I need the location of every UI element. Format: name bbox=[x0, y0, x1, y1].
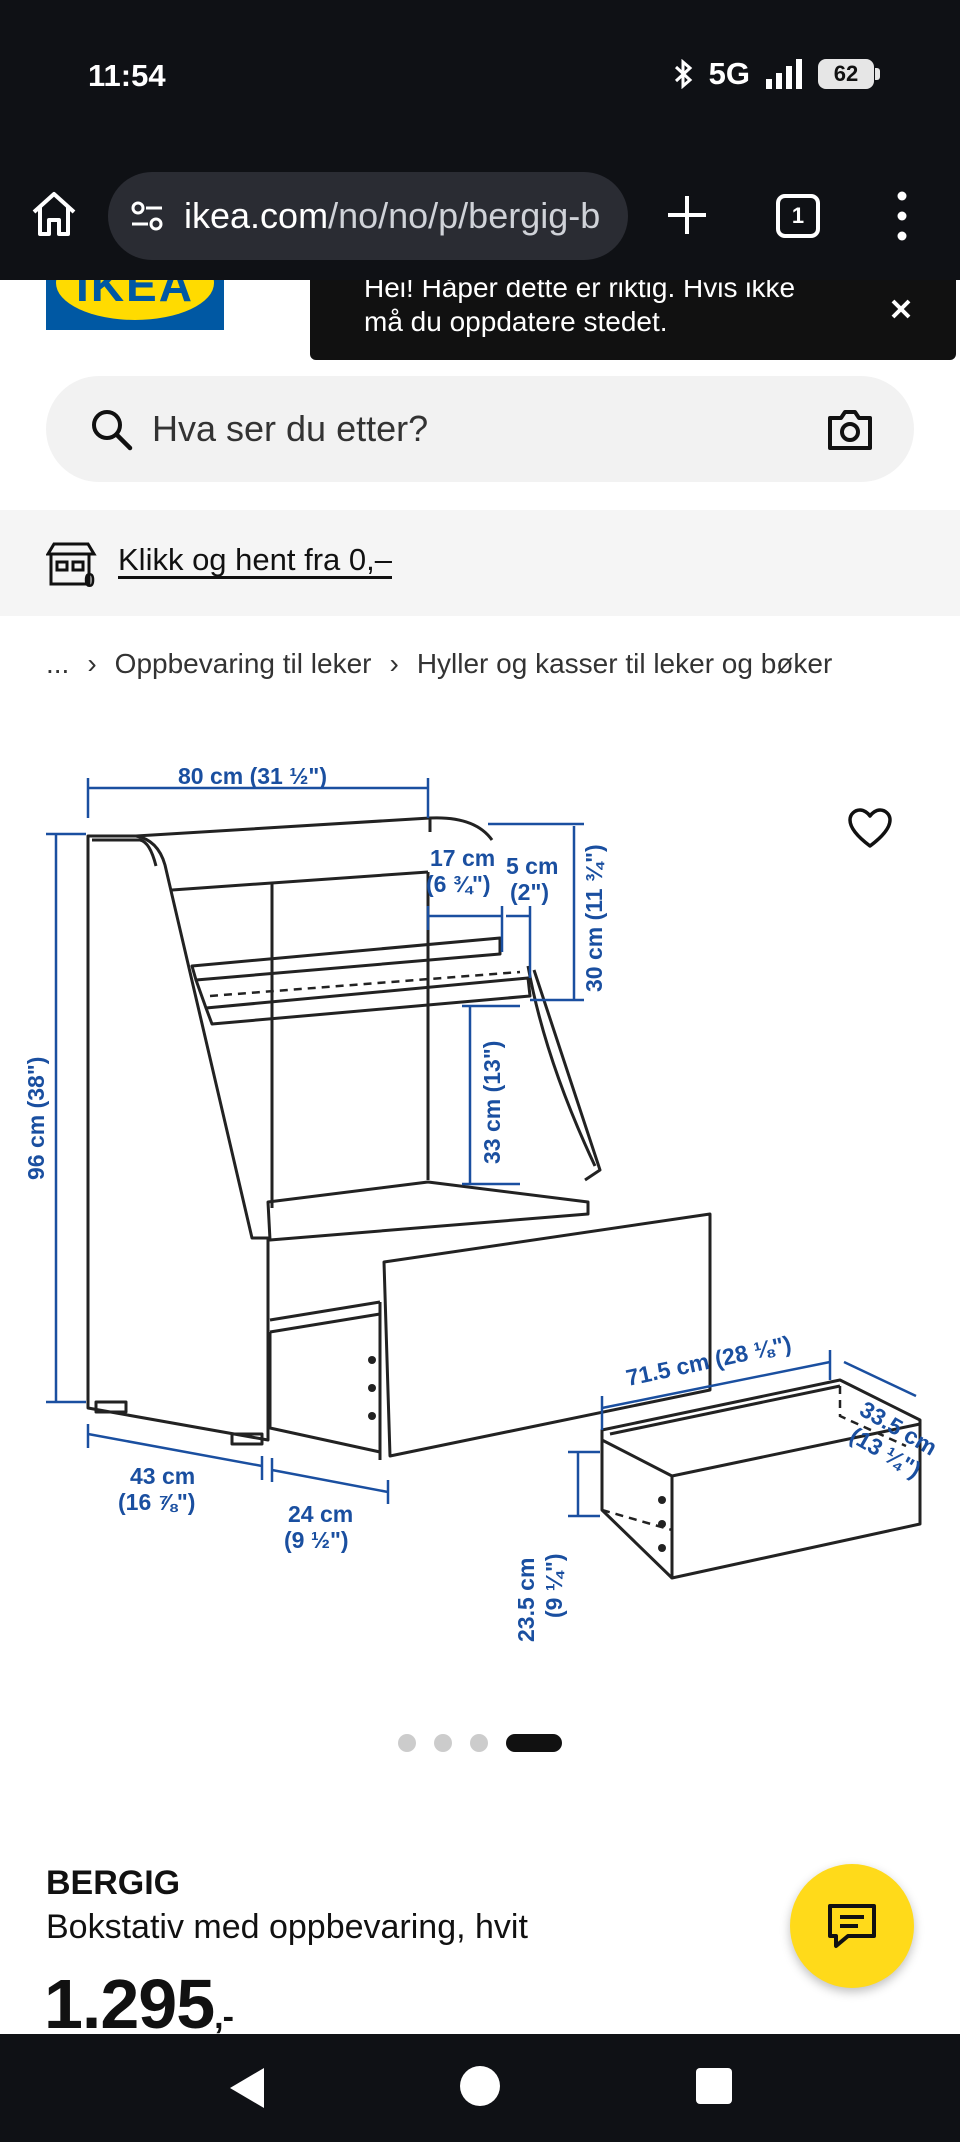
breadcrumb-item-toy-storage[interactable]: Oppbevaring til leker bbox=[114, 648, 372, 679]
product-brand: BERGIG bbox=[46, 1864, 181, 1902]
dim-width: 80 cm (31 ½") bbox=[178, 763, 327, 789]
furniture-line-art bbox=[86, 816, 922, 1580]
camera-icon[interactable] bbox=[826, 406, 874, 452]
logo-text: IKEA bbox=[76, 280, 194, 311]
dimension-labels: 80 cm (31 ½") 96 cm (38") 17 cm (6 ¾") 5… bbox=[23, 763, 942, 1642]
site-settings-icon[interactable] bbox=[128, 197, 166, 235]
chat-button[interactable] bbox=[790, 1864, 914, 1988]
close-icon[interactable] bbox=[886, 294, 916, 324]
heart-icon[interactable] bbox=[846, 806, 894, 852]
dim-mid-height: 33 cm (13") bbox=[479, 1041, 505, 1164]
address-bar[interactable]: ikea.com/no/no/p/bergig-b bbox=[108, 172, 628, 260]
system-nav-bar bbox=[0, 2034, 960, 2142]
product-dimension-image[interactable]: 80 cm (31 ½") 96 cm (38") 17 cm (6 ¾") 5… bbox=[0, 740, 960, 1700]
dimension-lines bbox=[46, 778, 917, 1518]
dim-inner-depth: 24 cm bbox=[288, 1501, 353, 1527]
toast-text-line2: må du oppdatere stedet. bbox=[364, 306, 668, 337]
carousel-dot-3[interactable] bbox=[470, 1734, 488, 1752]
breadcrumb-ellipsis[interactable]: ... bbox=[46, 648, 70, 679]
home-icon[interactable] bbox=[28, 188, 80, 240]
dim-shelf-depth-2-in: (2") bbox=[510, 879, 549, 905]
dim-shelf-depth-2: 5 cm bbox=[506, 853, 558, 879]
product-description: Bokstativ med oppbevaring, hvit bbox=[46, 1908, 528, 1946]
dim-shelf-depth-1: 17 cm bbox=[430, 845, 495, 871]
more-menu-icon[interactable] bbox=[888, 188, 916, 244]
price-suffix: ,- bbox=[214, 1998, 234, 2036]
click-and-collect-bar: 0 Klikk og hent fra 0,– bbox=[0, 510, 960, 616]
carousel-dot-4[interactable] bbox=[506, 1734, 562, 1752]
carousel-dot-2[interactable] bbox=[434, 1734, 452, 1752]
dashed-guides bbox=[209, 920, 907, 1532]
chevron-right-icon: › bbox=[87, 648, 97, 679]
price-value: 1.295 bbox=[44, 1965, 215, 2043]
new-tab-icon[interactable] bbox=[662, 190, 712, 240]
breadcrumb-item-shelves[interactable]: Hyller og kasser til leker og bøker bbox=[416, 648, 833, 679]
click-and-collect-link[interactable]: Klikk og hent fra 0,– bbox=[118, 542, 392, 577]
url-domain: ikea.com bbox=[184, 195, 329, 236]
recent-apps-icon[interactable] bbox=[696, 2068, 732, 2104]
status-time: 11:54 bbox=[88, 58, 166, 93]
signal-icon bbox=[766, 59, 802, 89]
carousel-dot-1[interactable] bbox=[398, 1734, 416, 1752]
tab-switcher-button[interactable]: 1 bbox=[776, 194, 820, 238]
url-path: /no/no/p/bergig-b bbox=[328, 195, 601, 236]
status-icons: 5G 62 bbox=[673, 56, 880, 92]
store-icon: 0 bbox=[46, 542, 97, 588]
dim-depth: 43 cm bbox=[130, 1463, 195, 1489]
search-input[interactable] bbox=[152, 376, 752, 482]
ikea-logo[interactable]: IKEA bbox=[46, 280, 224, 330]
chevron-right-icon: › bbox=[389, 648, 399, 679]
status-bar: 11:54 5G 62 bbox=[0, 0, 960, 160]
dim-top-height: 30 cm (11 ¾") bbox=[581, 844, 607, 992]
product-price: 1.295,- bbox=[44, 1964, 234, 2044]
svg-text:0: 0 bbox=[84, 570, 95, 588]
dim-height: 96 cm (38") bbox=[23, 1057, 49, 1180]
dim-shelf-depth-1-in: (6 ¾") bbox=[426, 871, 491, 897]
battery-icon: 62 bbox=[818, 59, 880, 89]
carousel-dots bbox=[398, 1734, 562, 1752]
browser-toolbar: ikea.com/no/no/p/bergig-b 1 bbox=[0, 160, 960, 280]
back-icon[interactable] bbox=[224, 2064, 268, 2112]
dim-drawer-height: 23.5 cm bbox=[513, 1558, 539, 1642]
location-toast: Hei! Håper dette er riktig. Hvis ikke må… bbox=[310, 280, 956, 360]
home-circle-icon[interactable] bbox=[460, 2066, 500, 2106]
breadcrumb: ... › Oppbevaring til leker › Hyller og … bbox=[46, 648, 832, 680]
dim-drawer-height-in: (9 ¼") bbox=[541, 1553, 567, 1618]
search-bar[interactable] bbox=[46, 376, 914, 482]
dim-inner-depth-in: (9 ½") bbox=[284, 1527, 349, 1553]
network-label: 5G bbox=[708, 56, 750, 91]
toast-text-line1: Hei! Håper dette er riktig. Hvis ikke bbox=[364, 280, 796, 303]
chat-icon bbox=[828, 1904, 876, 1948]
bluetooth-icon bbox=[674, 59, 692, 89]
dim-depth-in: (16 ⅞") bbox=[118, 1489, 195, 1515]
search-icon bbox=[92, 410, 133, 451]
drawer-holes bbox=[368, 1356, 666, 1552]
url-text: ikea.com/no/no/p/bergig-b bbox=[184, 195, 600, 237]
